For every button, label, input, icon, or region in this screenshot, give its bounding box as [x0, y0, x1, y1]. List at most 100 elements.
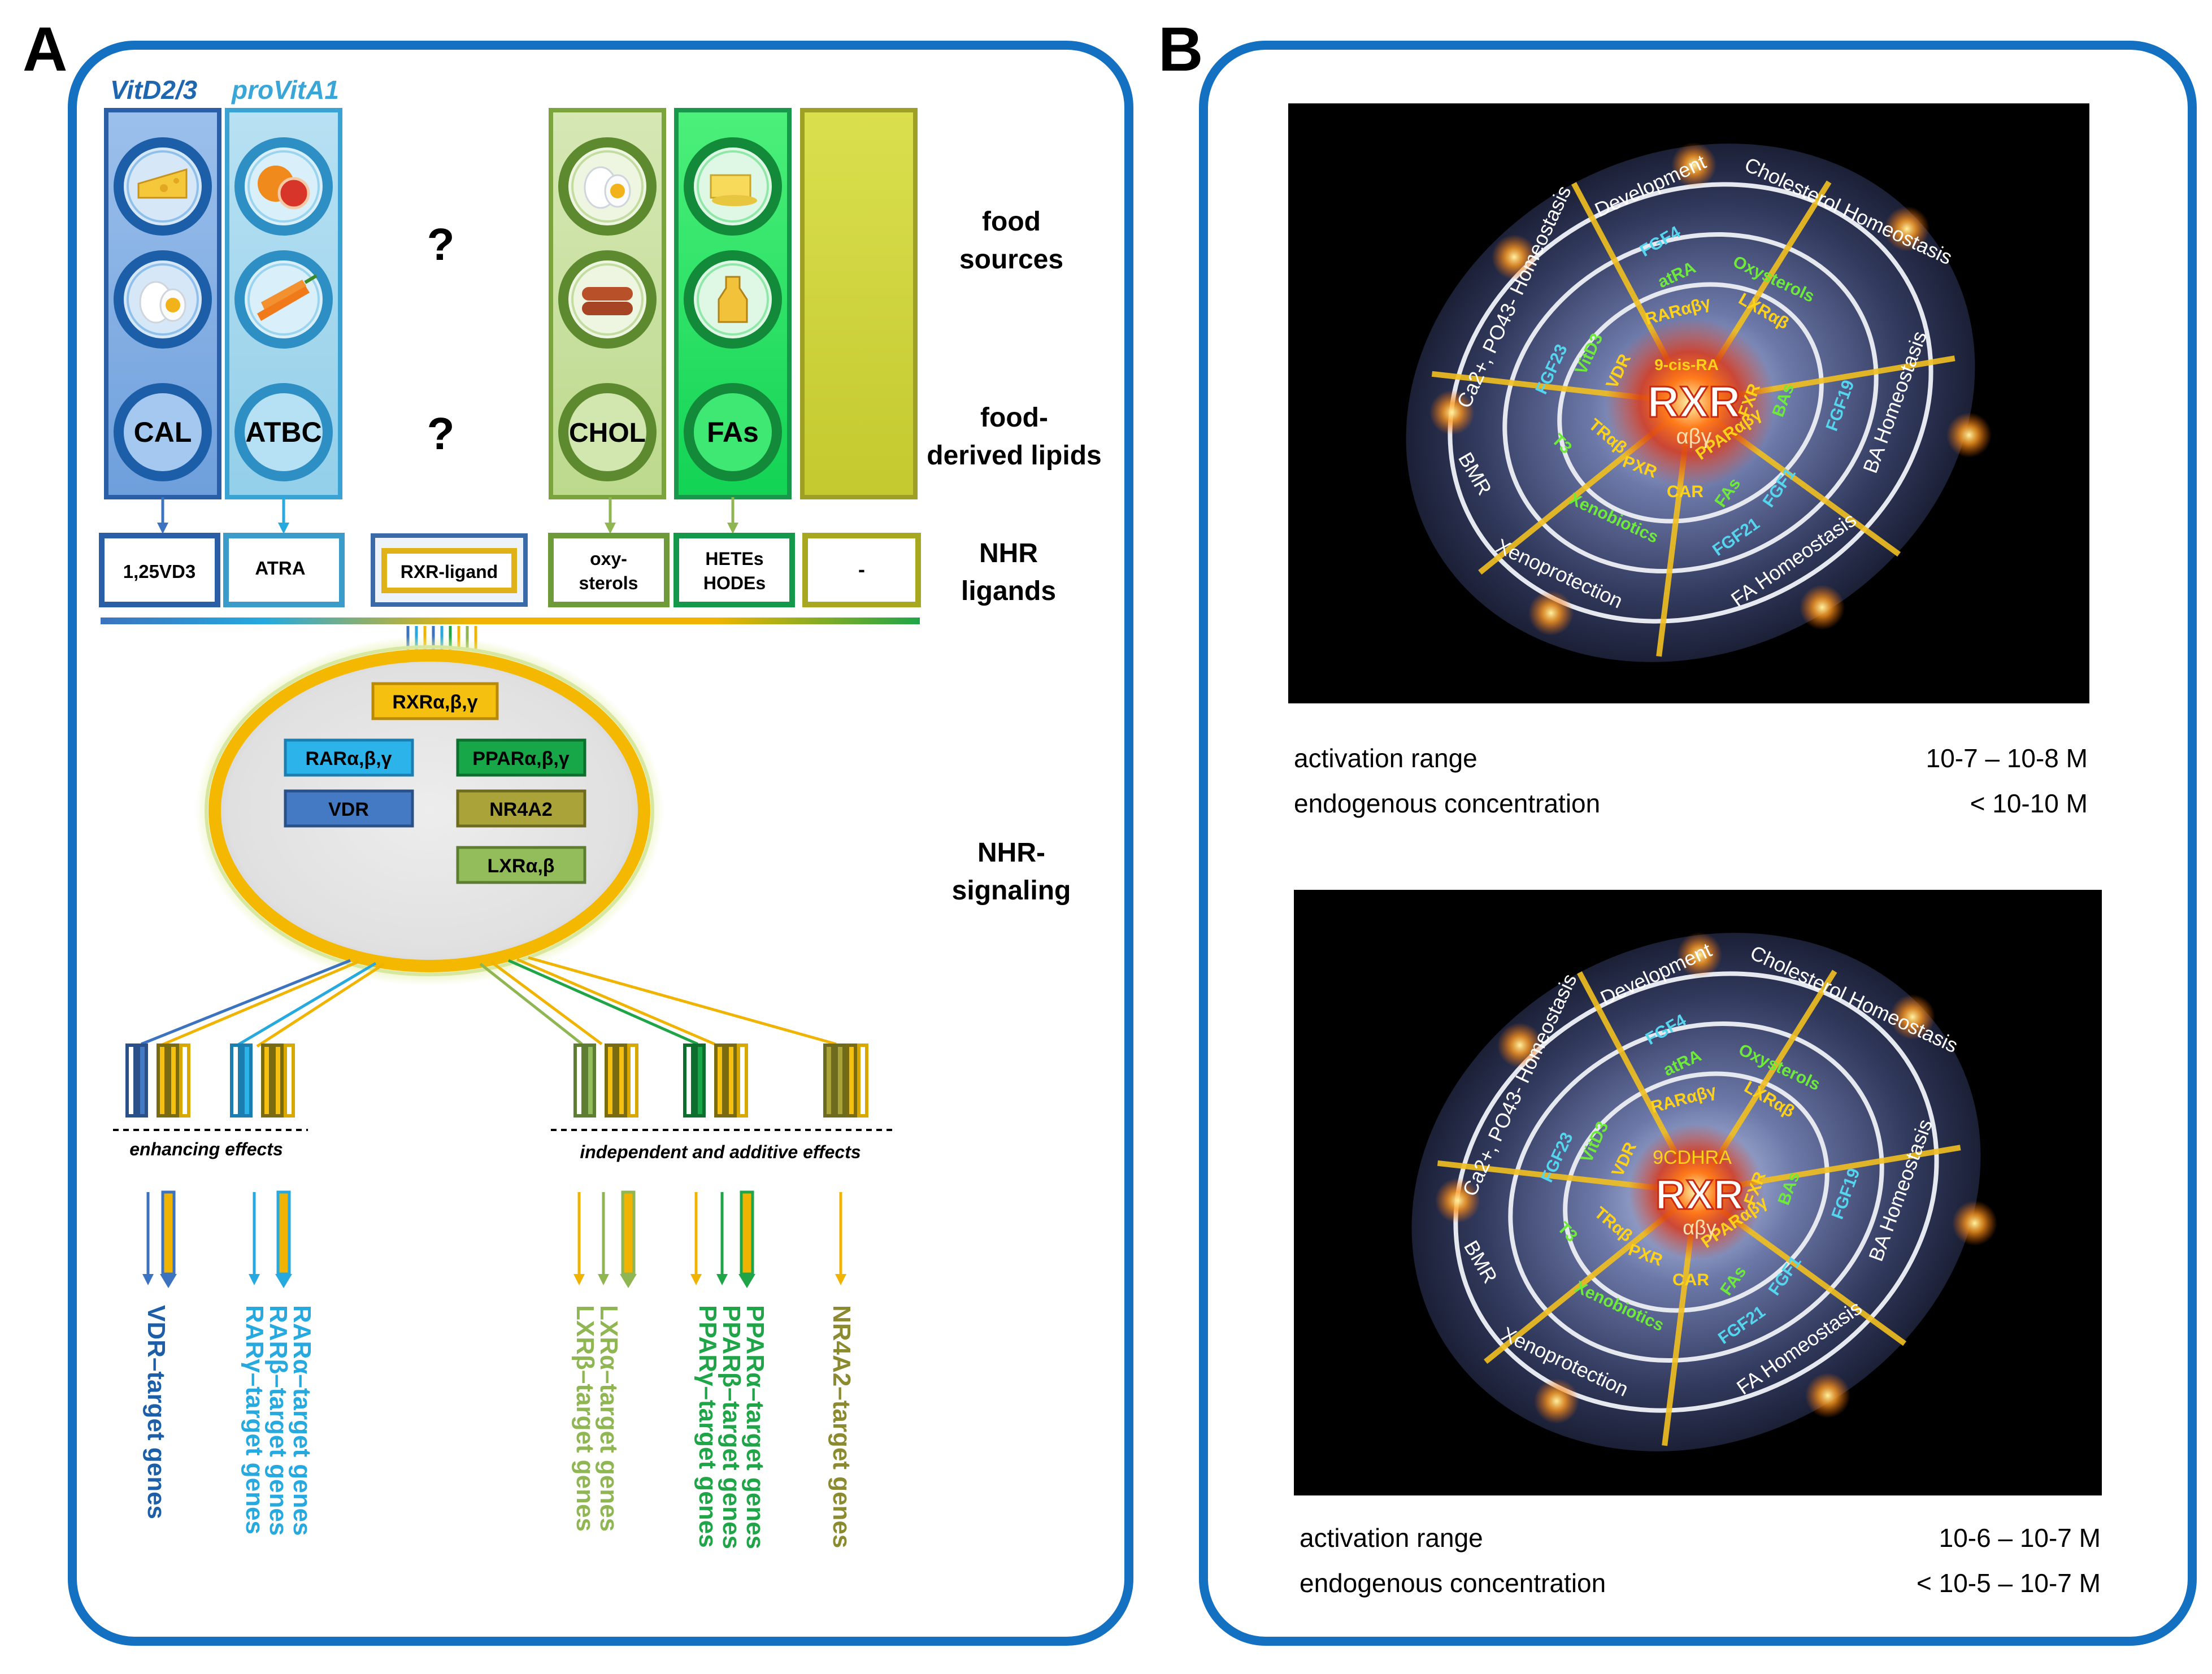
food-ring-oil: [684, 250, 782, 349]
svg-text:VDR: VDR: [328, 799, 369, 820]
svg-text:CAL: CAL: [134, 416, 192, 448]
food-ring-orange: [234, 137, 333, 236]
receptor-lxr: LXRα,β: [456, 846, 586, 884]
question-mark-food: ?: [427, 219, 455, 269]
receptor-rxr: RXRα,β,γ: [371, 682, 499, 720]
wheel-bottom-ligand: 9CDHRA: [1653, 1147, 1732, 1168]
svg-text:RXR-ligand: RXR-ligand: [401, 562, 498, 582]
dimer-nr4a2-rxr: [823, 1043, 868, 1118]
receptor-nr4a2: NR4A2: [456, 789, 586, 828]
label-nhr-ligands-1: NHR: [979, 538, 1038, 568]
dimer-ppar-rxr: [683, 1043, 748, 1118]
svg-text:-: -: [858, 558, 865, 581]
oil-bottle-icon: [718, 276, 748, 323]
ligand-collector-bar: [101, 618, 920, 624]
food-ring-butter: [684, 137, 782, 236]
genes-rar-gamma: RARγ–target genes: [241, 1305, 268, 1534]
svg-text:1,25VD3: 1,25VD3: [123, 561, 195, 582]
label-nhr-signaling-2: signaling: [952, 876, 1071, 906]
lipid-atbc: ATBC: [234, 383, 333, 481]
dimer-rar-rxr: [230, 1043, 295, 1118]
lipid-chol: CHOL: [558, 383, 657, 481]
dimer-lxr-rxr: [573, 1043, 638, 1118]
bottom-activation-label: activation range: [1300, 1523, 1483, 1553]
food-ring-egg-2: [558, 137, 657, 236]
ligand-box-rxr: RXR-ligand: [371, 533, 528, 607]
wheel-bottom-abg: αβγ: [1683, 1216, 1716, 1239]
genes-ppar-gamma: PPARγ–target genes: [694, 1305, 722, 1548]
egg-icon: [139, 281, 186, 324]
genes-ppar-alpha: PPARα–target genes: [741, 1305, 769, 1549]
label-independent-effects: independent and additive effects: [580, 1142, 861, 1162]
nucleus-output-lines: [141, 956, 837, 1048]
lipid-fas: FAs: [684, 383, 782, 481]
food-ring-egg-1: [114, 250, 212, 349]
egg-icon: [584, 166, 631, 209]
genes-lxr-alpha: LXRα–target genes: [595, 1305, 623, 1532]
svg-text:ATRA: ATRA: [255, 558, 305, 579]
receptor-rar: RARα,β,γ: [284, 738, 414, 777]
panel-b-letter: B: [1158, 15, 1203, 84]
top-activation-value: 10-7 – 10-8 M: [1926, 743, 2088, 773]
bottom-endogenous-label: endogenous concentration: [1300, 1568, 1606, 1598]
svg-text:oxy-: oxy-: [590, 549, 627, 569]
svg-text:ATBC: ATBC: [245, 416, 321, 448]
rxr-wheel-top: Development Cholesterol Homeostasis BA H…: [1288, 103, 2089, 703]
lipid-cal: CAL: [114, 383, 212, 481]
ligand-box-atra: ATRA: [223, 533, 345, 607]
svg-text:sterols: sterols: [579, 573, 638, 593]
top-activation-label: activation range: [1294, 743, 1477, 773]
wheel-bottom-rxr: RXR: [1655, 1171, 1744, 1218]
food-ring-sausage: [558, 250, 657, 349]
orange-icon: [258, 166, 310, 210]
svg-text:RARα,β,γ: RARα,β,γ: [305, 748, 392, 769]
bottom-endogenous-value: < 10-5 – 10-7 M: [1917, 1568, 2101, 1598]
genes-lxr-beta: LXRβ–target genes: [571, 1305, 599, 1532]
top-endogenous-value: < 10-10 M: [1970, 789, 2088, 818]
panel-a-letter: A: [23, 15, 67, 84]
panel-a: A VitD2/3 proVitA1: [23, 15, 1133, 1646]
genes-nr4a2: NR4A2–target genes: [828, 1305, 855, 1548]
question-mark-lipid: ?: [427, 408, 455, 459]
ligand-box-hetes: HETEs HODEs: [673, 533, 795, 607]
wheel-top-rxr: RXR: [1648, 377, 1741, 427]
butter-icon: [710, 174, 757, 206]
genes-ppar-beta: PPARβ–target genes: [718, 1305, 745, 1549]
wheel-top-car: CAR: [1667, 482, 1703, 501]
column-empty: [800, 108, 918, 499]
food-ring-cheese: [114, 137, 212, 236]
header-provita: proVitA1: [231, 75, 339, 105]
svg-text:HETEs: HETEs: [705, 549, 763, 569]
wheel-top-abg: αβγ: [1676, 425, 1712, 449]
label-food-lipids-2: derived lipids: [927, 441, 1101, 471]
receptor-vdr: VDR: [284, 789, 414, 828]
wheel-glows: [1429, 142, 1992, 636]
sausage-icon: [582, 287, 633, 315]
rxr-wheel-bottom: Development Cholesterol Homeostasis BA H…: [1294, 890, 2102, 1495]
svg-text:PPARα,β,γ: PPARα,β,γ: [472, 748, 569, 769]
label-nhr-ligands-2: ligands: [961, 576, 1056, 606]
svg-text:RXRα,β,γ: RXRα,β,γ: [392, 692, 477, 713]
header-vitd: VitD2/3: [110, 75, 198, 105]
label-enhancing-effects: enhancing effects: [129, 1139, 283, 1159]
ligand-box-125vd3: 1,25VD3: [99, 533, 220, 607]
nucleus: [195, 636, 664, 986]
dimer-vdr-rxr: [125, 1043, 190, 1118]
bottom-activation-value: 10-6 – 10-7 M: [1939, 1523, 2101, 1553]
ligand-box-empty: -: [802, 533, 921, 607]
cheese-icon: [137, 168, 188, 199]
label-food-sources-1: food: [982, 207, 1041, 237]
genes-vdr: VDR–target genes: [142, 1305, 170, 1519]
wheel-top-ligand: 9-cis-RA: [1654, 356, 1719, 373]
label-nhr-signaling-1: NHR-: [977, 838, 1045, 868]
genes-rar-beta: RARβ–target genes: [264, 1305, 292, 1536]
wheel-bottom-car: CAR: [1672, 1271, 1709, 1289]
top-endogenous-label: endogenous concentration: [1294, 789, 1600, 818]
ligand-box-oxysterols: oxy- sterols: [548, 533, 670, 607]
receptor-ppar: PPARα,β,γ: [456, 738, 586, 777]
svg-text:NR4A2: NR4A2: [489, 799, 552, 820]
svg-text:HODEs: HODEs: [703, 573, 766, 593]
gene-arrows: [142, 1190, 846, 1288]
svg-text:FAs: FAs: [707, 416, 759, 448]
genes-rar-alpha: RARα–target genes: [288, 1305, 316, 1536]
